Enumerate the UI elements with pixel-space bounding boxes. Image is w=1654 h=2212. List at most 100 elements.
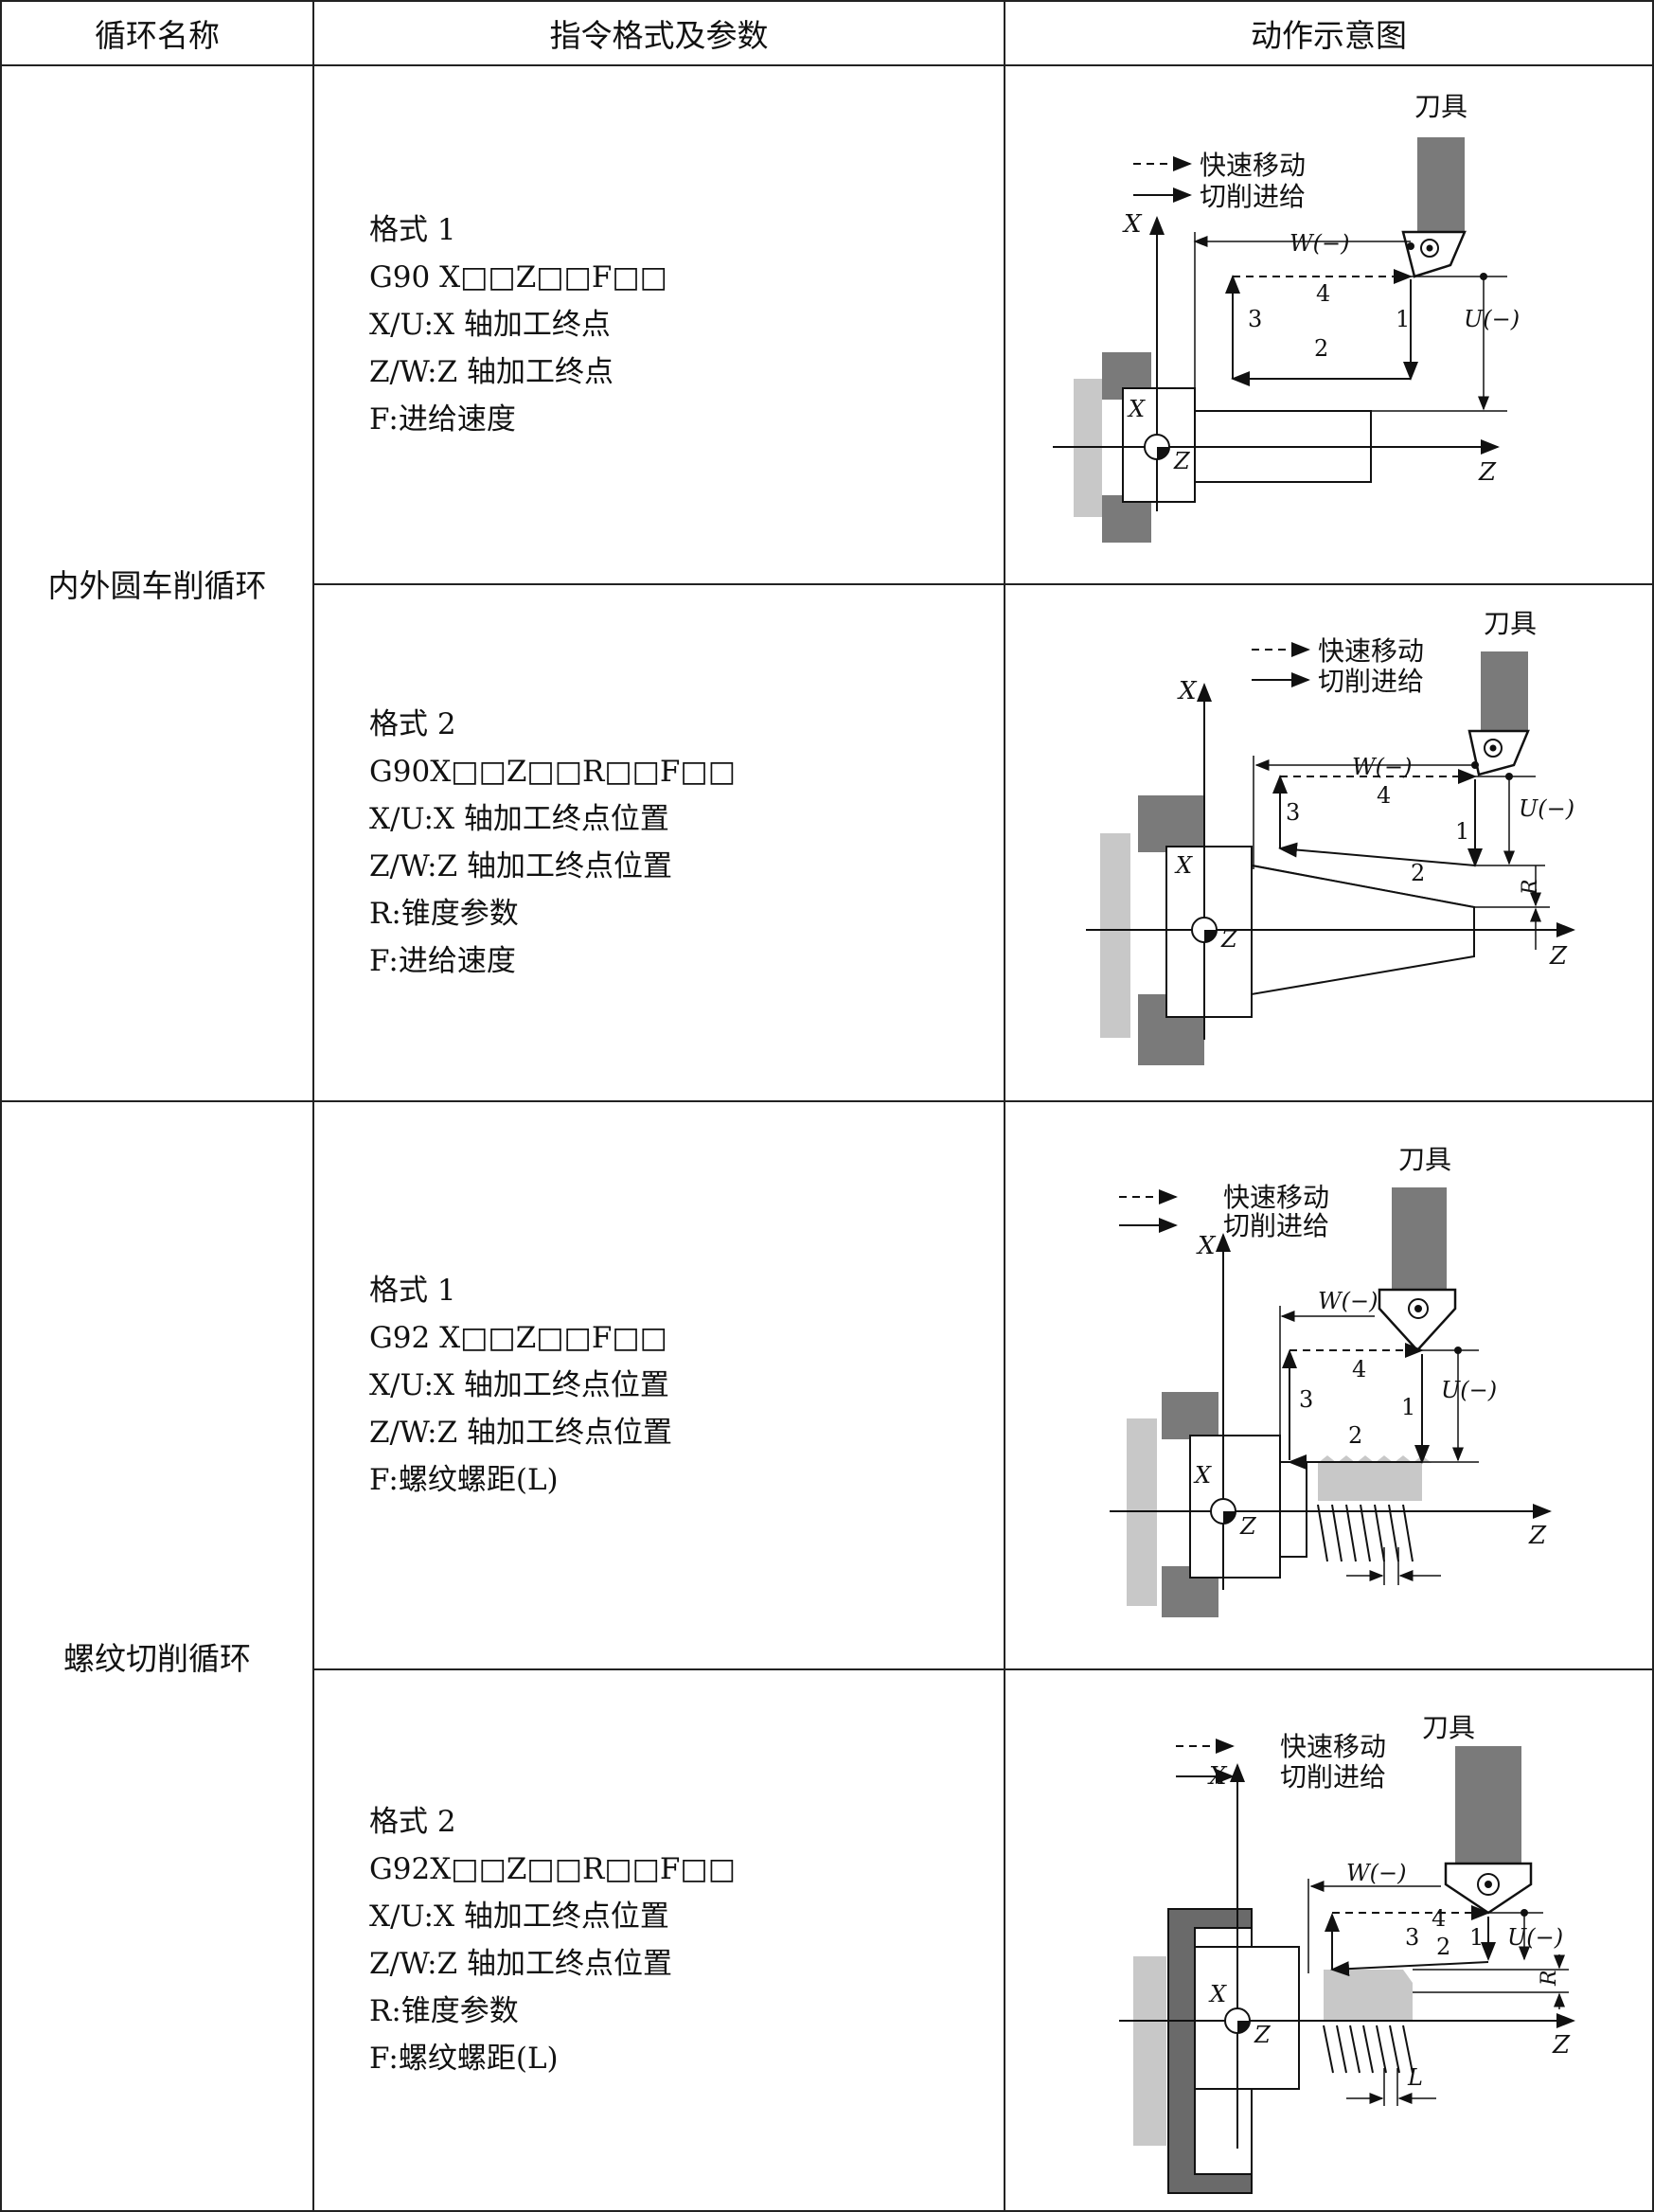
svg-text:4: 4	[1352, 1356, 1366, 1382]
header-diagram: 动作示意图	[1004, 0, 1654, 66]
param-line: Z/W:Z 轴加工终点位置	[369, 849, 672, 883]
axis-z-label: Z	[1478, 458, 1497, 487]
svg-text:L: L	[1407, 2064, 1423, 2091]
param-line: F:螺纹螺距(L)	[369, 2042, 559, 2076]
svg-text:1: 1	[1469, 1924, 1484, 1951]
param-line: X/U:X 轴加工终点位置	[369, 1368, 669, 1402]
param-line: F:进给速度	[369, 402, 516, 437]
table-row: 螺纹切削循环 格式 1 G92 X□□Z□□F□□ X/U:X 轴加工终点位置 …	[0, 1100, 1654, 2212]
u-dimension: U(−)	[1464, 306, 1520, 332]
w-dimension: W(−)	[1289, 230, 1350, 257]
svg-text:1: 1	[1396, 306, 1410, 332]
svg-text:W(−): W(−)	[1318, 1288, 1378, 1314]
svg-text:X: X	[1196, 1232, 1217, 1260]
diagram-g90-format1: 快速移动 切削进给 刀具 X Z X Z	[1053, 91, 1520, 543]
svg-text:Z: Z	[1239, 1513, 1257, 1540]
svg-text:W(−): W(−)	[1352, 754, 1413, 780]
svg-text:3: 3	[1299, 1386, 1313, 1413]
svg-text:X: X	[1177, 677, 1198, 705]
svg-text:2: 2	[1436, 1934, 1450, 1960]
header-cycle-name: 循环名称	[0, 0, 314, 66]
svg-text:3: 3	[1286, 799, 1300, 826]
svg-text:切削进给: 切削进给	[1280, 1761, 1386, 1793]
svg-text:U(−): U(−)	[1507, 1924, 1563, 1951]
table-row: 格式 2 G90X□□Z□□R□□F□□ X/U:X 轴加工终点位置 Z/W:Z…	[1, 583, 1654, 1102]
params-cell: 格式 1 G90 X□□Z□□F□□ X/U:X 轴加工终点 Z/W:Z 轴加工…	[312, 64, 1005, 585]
param-line: G90 X□□Z□□F□□	[369, 260, 667, 294]
svg-text:快速移动: 快速移动	[1223, 1182, 1329, 1213]
svg-text:快速移动: 快速移动	[1280, 1731, 1386, 1762]
header-format-params: 指令格式及参数	[312, 0, 1005, 66]
param-line: R:锥度参数	[369, 1994, 519, 2028]
param-line: Z/W:Z 轴加工终点位置	[369, 1416, 672, 1450]
table-row: 内外圆车削循环 格式 1 G90 X□□Z□□F□□ X/U:X 轴加工终点 Z…	[0, 64, 1654, 1102]
tool-label: 刀具	[1484, 608, 1537, 639]
svg-text:X: X	[1208, 1981, 1227, 2007]
cycle-name-turning: 内外圆车削循环	[0, 64, 314, 1102]
svg-text:4: 4	[1377, 782, 1391, 809]
svg-text:Z: Z	[1254, 2022, 1272, 2048]
svg-text:切削进给: 切削进给	[1223, 1210, 1329, 1241]
params-cell: 格式 2 G90X□□Z□□R□□F□□ X/U:X 轴加工终点位置 Z/W:Z…	[312, 583, 1005, 1102]
legend-rapid: 快速移动	[1318, 635, 1424, 667]
svg-text:刀具: 刀具	[1398, 1144, 1451, 1175]
params-cell: 格式 1 G92 X□□Z□□F□□ X/U:X 轴加工终点位置 Z/W:Z 轴…	[312, 1100, 1005, 1670]
tool-label: 刀具	[1414, 91, 1467, 122]
svg-text:R: R	[1538, 1970, 1561, 1987]
svg-text:4: 4	[1316, 280, 1330, 307]
param-line: R:锥度参数	[369, 897, 519, 931]
svg-text:Z: Z	[1552, 2031, 1571, 2060]
param-line: X/U:X 轴加工终点	[369, 308, 611, 342]
diagram-g92-format2: 快速移动 切削进给 刀具 X Z X	[1119, 1712, 1575, 2194]
svg-text:刀具: 刀具	[1422, 1712, 1475, 1743]
svg-text:R: R	[1519, 879, 1542, 896]
svg-text:U(−): U(−)	[1441, 1377, 1497, 1403]
svg-text:X: X	[1127, 396, 1146, 422]
svg-text:3: 3	[1248, 306, 1262, 332]
thread-region	[1318, 1463, 1422, 1501]
axis-x-label: X	[1122, 210, 1143, 239]
tool-shank	[1417, 137, 1465, 232]
svg-text:2: 2	[1348, 1422, 1362, 1449]
thread-region	[1324, 1970, 1413, 2021]
legend-rapid: 快速移动	[1200, 150, 1306, 181]
diagram-cell: 快速移动 切削进给 刀具 X	[1004, 1100, 1654, 1670]
param-line: G92X□□Z□□R□□F□□	[369, 1852, 736, 1886]
param-line: Z/W:Z 轴加工终点位置	[369, 1947, 672, 1981]
svg-text:Z: Z	[1220, 926, 1238, 953]
diagram-g90-format2: 快速移动 切削进给 刀具 X Z X Z	[1086, 608, 1575, 1065]
svg-text:W(−): W(−)	[1346, 1860, 1407, 1886]
param-line: G90X□□Z□□R□□F□□	[369, 755, 736, 789]
header-row: 循环名称 指令格式及参数 动作示意图	[0, 0, 1654, 66]
param-line: Z/W:Z 轴加工终点	[369, 355, 614, 389]
thread-lines	[1323, 2025, 1414, 2074]
param-line: F:进给速度	[369, 944, 516, 978]
diagram-cell: 快速移动 切削进给 刀具 X Z X Z	[1004, 583, 1654, 1102]
svg-text:1: 1	[1455, 818, 1469, 845]
table-row: 格式 2 G92X□□Z□□R□□F□□ X/U:X 轴加工终点位置 Z/W:Z…	[1, 1668, 1654, 2212]
legend-feed: 切削进给	[1318, 666, 1424, 697]
param-line: 格式 1	[369, 1274, 456, 1308]
param-line: 格式 2	[369, 1805, 456, 1839]
param-line: 格式 2	[369, 707, 456, 741]
thread-lines	[1317, 1504, 1414, 1562]
svg-text:X: X	[1207, 1762, 1228, 1791]
svg-text:Z: Z	[1173, 448, 1191, 474]
param-line: X/U:X 轴加工终点位置	[369, 802, 669, 836]
diagram-g92-format1: 快速移动 切削进给 刀具 X	[1110, 1144, 1552, 1617]
svg-text:1: 1	[1401, 1394, 1415, 1420]
svg-text:Z: Z	[1528, 1522, 1547, 1550]
svg-text:3: 3	[1405, 1924, 1419, 1951]
svg-text:X: X	[1193, 1462, 1212, 1489]
svg-text:2: 2	[1411, 860, 1425, 886]
params-cell: 格式 2 G92X□□Z□□R□□F□□ X/U:X 轴加工终点位置 Z/W:Z…	[312, 1668, 1005, 2212]
param-line: X/U:X 轴加工终点位置	[369, 1900, 669, 1934]
svg-text:U(−): U(−)	[1519, 795, 1574, 822]
param-line: F:螺纹螺距(L)	[369, 1463, 559, 1497]
svg-text:4: 4	[1432, 1905, 1446, 1932]
svg-text:Z: Z	[1549, 942, 1568, 971]
param-line: G92 X□□Z□□F□□	[369, 1321, 667, 1355]
cycle-name-threading: 螺纹切削循环	[0, 1100, 314, 2212]
param-line: 格式 1	[369, 213, 456, 247]
